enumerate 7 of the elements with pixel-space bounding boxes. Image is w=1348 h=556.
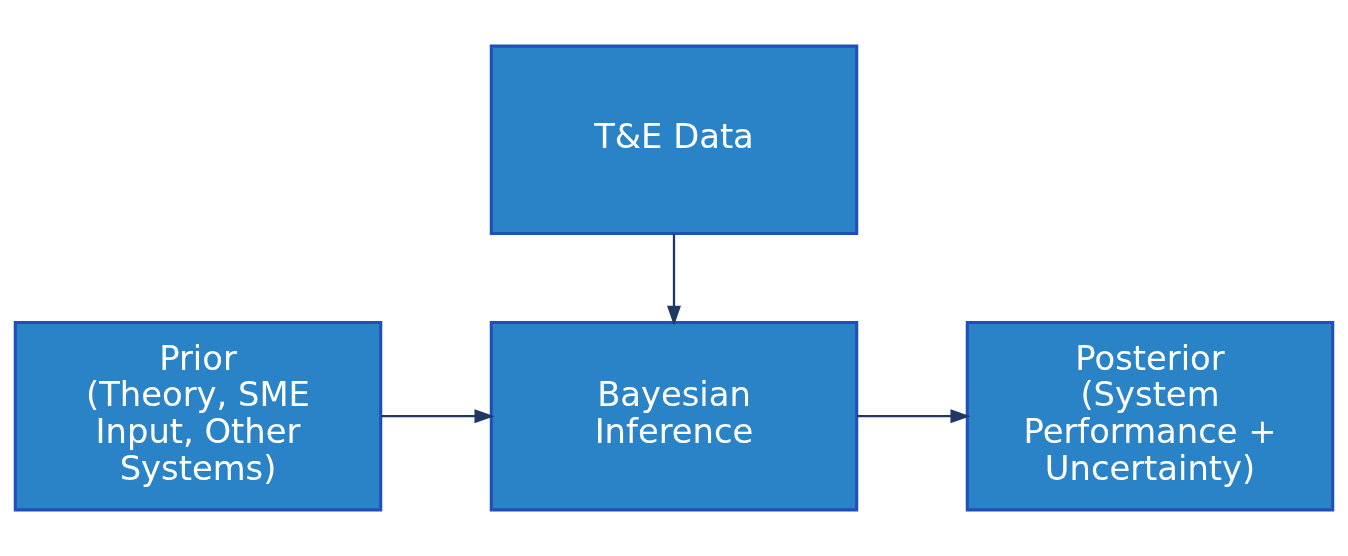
arrow xyxy=(381,409,495,424)
arrow xyxy=(667,233,681,326)
node-box: Bayesian Inference xyxy=(489,321,859,512)
node-box: Prior (Theory, SME Input, Other Systems) xyxy=(13,321,383,512)
node-box: T&E Data xyxy=(489,44,859,235)
arrow xyxy=(857,409,971,424)
node-box: Posterior (System Performance + Uncertainty) xyxy=(965,321,1335,512)
